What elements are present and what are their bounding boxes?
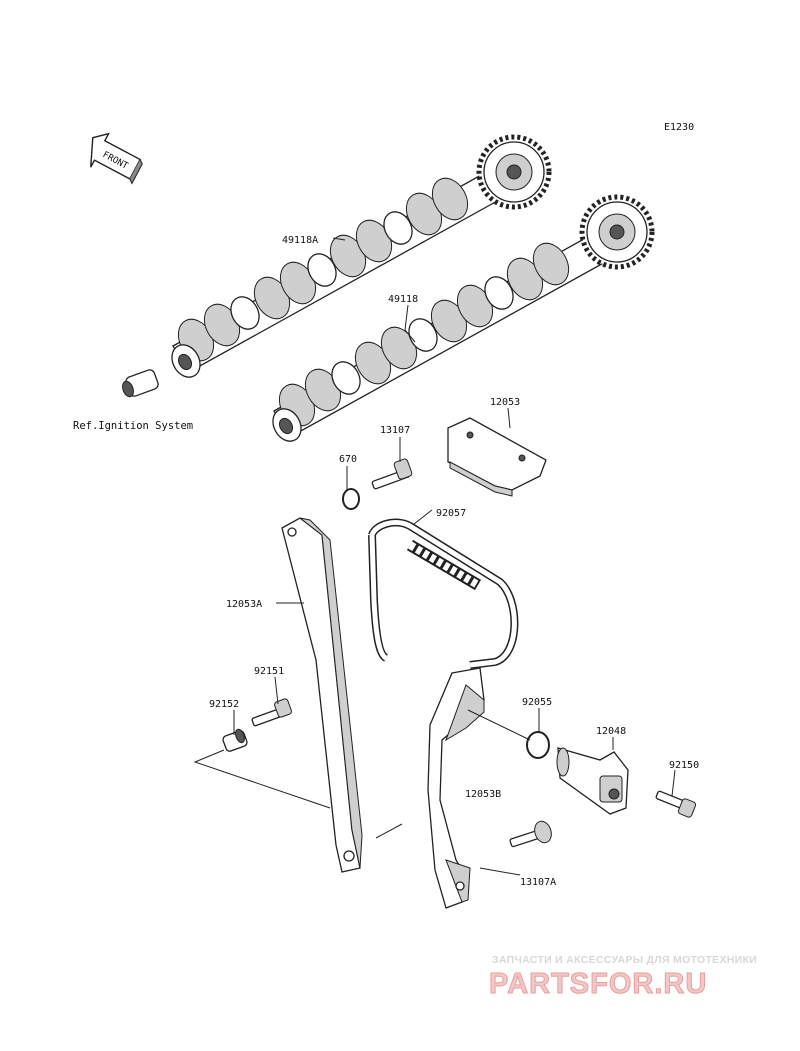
callout-670: 670 — [339, 454, 357, 465]
guide-12053 — [447, 417, 547, 497]
callout-92057: 92057 — [436, 508, 466, 519]
callout-49118: 49118 — [388, 294, 418, 305]
front-arrow-icon: FRONT — [90, 132, 143, 185]
guide-12053a — [281, 517, 363, 873]
sprocket-lower — [579, 194, 655, 270]
callout-49118a: 49118A — [282, 235, 318, 246]
guide-12053b — [427, 667, 485, 909]
camshaft-49118a — [171, 134, 552, 378]
callout-12053: 12053 — [490, 397, 520, 408]
reference-lines — [193, 749, 403, 839]
callout-92151: 92151 — [254, 666, 284, 677]
callout-13107a: 13107A — [520, 877, 556, 888]
callout-92150: 92150 — [669, 760, 699, 771]
sprocket-upper — [476, 134, 552, 210]
tensioner-12048 — [556, 747, 629, 815]
cam-lobes-lower — [278, 242, 570, 427]
diagram-code: E1230 — [664, 122, 694, 133]
ignition-sleeve — [122, 369, 159, 398]
watermark-tagline: ЗАПЧАСТИ И АКСЕССУАРЫ ДЛЯ МОТОТЕХНИКИ — [492, 954, 757, 966]
callout-13107: 13107 — [380, 425, 410, 436]
watermark-logo: PARTSFOR.RU — [489, 968, 707, 1000]
bolt-13107 — [371, 458, 413, 490]
reference-note: Ref.Ignition System — [73, 420, 193, 432]
bolt-13107a — [509, 820, 552, 848]
bolt-92150 — [655, 790, 697, 818]
leader-lines — [233, 237, 676, 876]
collar-92152 — [222, 728, 248, 752]
oring-670 — [342, 488, 360, 510]
callout-92055: 92055 — [522, 697, 552, 708]
cam-lobes-upper — [177, 177, 469, 362]
camshaft-49118 — [272, 194, 655, 442]
callout-12053a: 12053A — [226, 599, 262, 610]
bolt-92151 — [251, 698, 292, 727]
callout-12048: 12048 — [596, 726, 626, 737]
callout-92152: 92152 — [209, 699, 239, 710]
chain-92057 — [368, 518, 519, 669]
callout-12053b: 12053B — [465, 789, 501, 800]
oring-92055 — [526, 731, 550, 759]
